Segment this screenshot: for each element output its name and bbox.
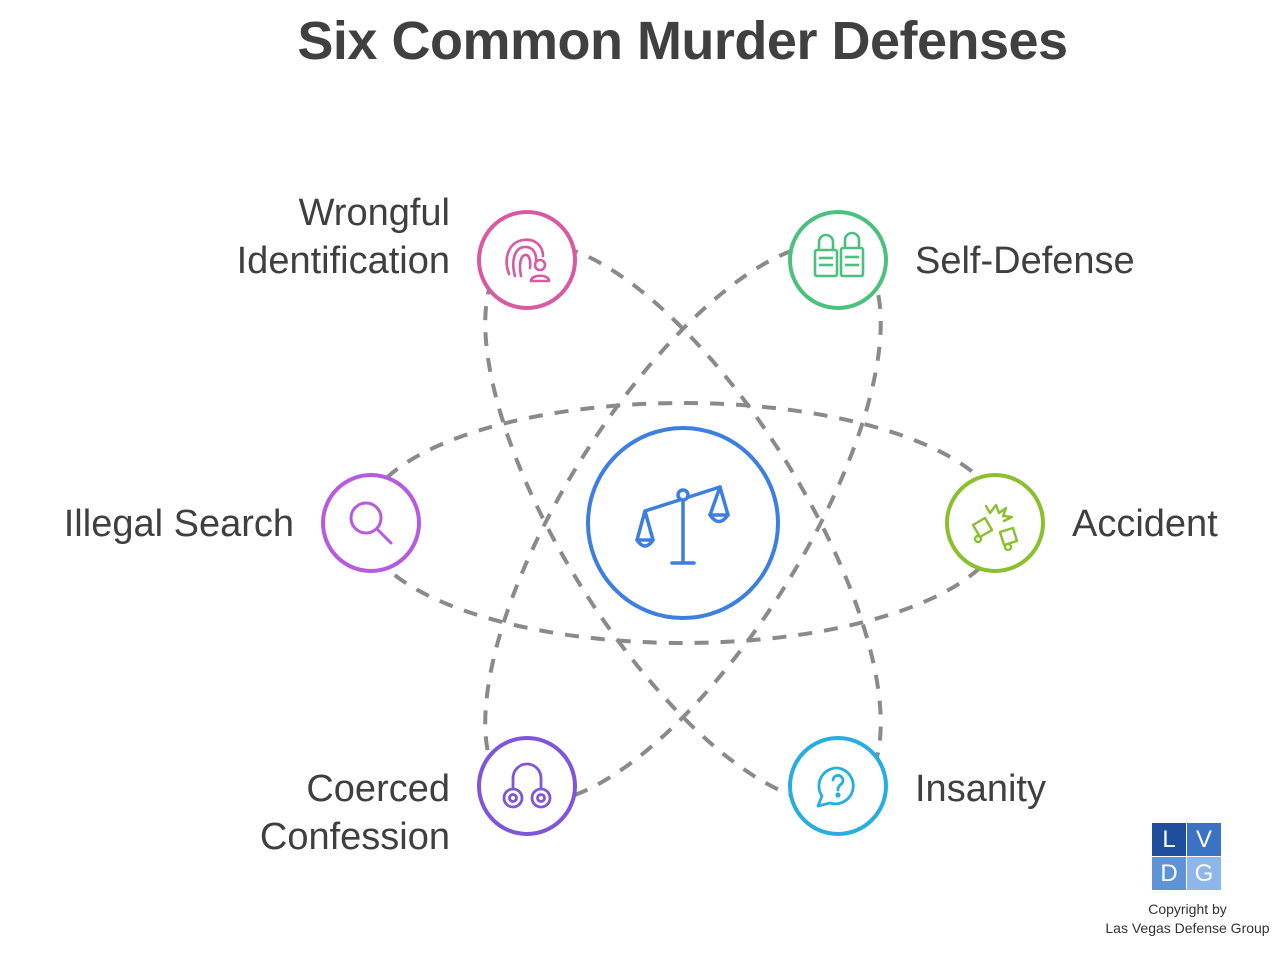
node-accident [945,473,1045,573]
node-illegal-search [321,473,421,573]
page-title: Six Common Murder Defenses [297,11,1068,71]
label-line: Confession [259,816,450,858]
label-illegal-search: Illegal Search [64,500,294,548]
scales-of-justice-icon [635,485,730,565]
label-line: Accident [1072,503,1218,545]
logo-cell: G [1187,857,1221,890]
label-line: Coerced [306,768,450,810]
lvdg-logo: L V D G [1152,823,1222,891]
label-line: Illegal Search [63,503,294,545]
logo-cell: V [1187,823,1221,856]
label-wrongful-identification: Wrongful Identification [237,189,450,285]
label-line: Insanity [915,768,1046,810]
label-insanity: Insanity [915,765,1046,813]
copyright-text: Copyright by Las Vegas Defense Group [1090,900,1285,938]
magnifying-glass-icon [349,501,393,545]
padlocks-icon [813,231,865,278]
node-self-defense [788,210,888,310]
label-coerced-confession: Coerced Confession [260,765,450,861]
label-line: Self-Defense [915,240,1135,282]
copyright-line: Las Vegas Defense Group [1105,920,1270,936]
node-coerced-confession [477,736,577,836]
label-self-defense: Self-Defense [915,237,1135,285]
node-insanity [788,736,888,836]
fingerprint-person-icon [505,238,551,283]
center-node [586,426,780,620]
node-wrongful-identification [477,210,577,310]
logo-cell: L [1152,823,1186,856]
copyright-line: Copyright by [1148,901,1227,917]
car-crash-icon [971,503,1019,552]
handcuffs-icon [502,762,552,809]
question-bubble-icon [816,766,855,808]
label-line: Wrongful [298,192,450,234]
label-line: Identification [236,240,450,282]
logo-cell: D [1152,857,1186,890]
label-accident: Accident [1072,500,1218,548]
